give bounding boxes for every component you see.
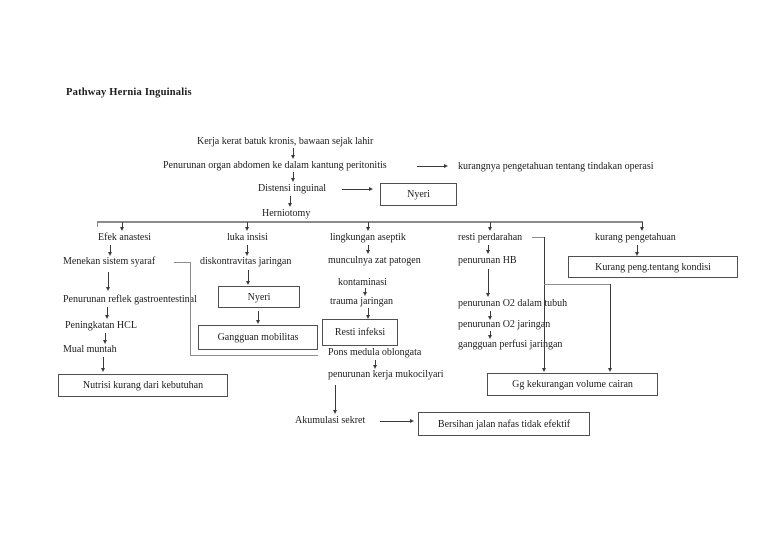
node-resti-perdarahan: resti perdarahan [458, 232, 523, 243]
node-penurunan-o2-tubuh: penurunan O2 dalam tubuh [458, 298, 568, 309]
arrow-down [291, 148, 295, 159]
node-penurunan-hb: penurunan HB [458, 255, 517, 266]
node-herniotomy: Herniotomy [262, 208, 311, 219]
arrow-down [246, 270, 250, 285]
arrow-down [245, 222, 249, 231]
arrow-down [108, 245, 112, 256]
connector-line [190, 355, 318, 356]
box-label: Gangguan mobilitas [217, 332, 299, 343]
diagnosis-box-nyeri-top: Nyeri [380, 183, 457, 206]
diagnosis-box-resti-infeksi: Resti infeksi [322, 319, 398, 346]
arrow-down [256, 311, 260, 324]
node-penurunan-reflek: Penurunan reflek gastroentestinal [63, 294, 197, 305]
node-kurangnya-pengetahuan: kurangnya pengetahuan tentang tindakan o… [458, 161, 654, 172]
branch-line [97, 221, 643, 223]
branch-line-end [97, 221, 98, 227]
arrow-right [417, 164, 448, 168]
arrow-down [486, 245, 490, 254]
node-munculnya-zat-patogen: munculnya zat patogen [328, 255, 421, 266]
arrow-down [105, 307, 109, 319]
node-kerja-kerat: Kerja kerat batuk kronis, bawaan sejak l… [197, 136, 374, 147]
node-distensi-inguinal: Distensi inguinal [258, 183, 327, 194]
connector-line [532, 237, 545, 238]
arrow-down [486, 269, 490, 297]
arrow-right [380, 419, 414, 423]
node-efek-anastesi: Efek anastesi [98, 232, 152, 243]
box-label: Kurang peng.tentang kondisi [595, 261, 711, 273]
arrow-right [342, 187, 373, 191]
box-label: Nutrisi kurang dari kebutuhan [82, 380, 204, 391]
arrow-down [488, 331, 492, 339]
node-penurunan-organ: Penurunan organ abdomen ke dalam kantung… [163, 160, 387, 171]
arrow-down [103, 333, 107, 344]
node-lingkungan-aseptik: lingkungan aseptik [330, 232, 406, 243]
arrow-down [288, 196, 292, 207]
arrow-down [640, 222, 644, 231]
connector-arrow-down [542, 237, 546, 372]
node-penurunan-o2-jaringan: penurunan O2 jaringan [458, 319, 551, 330]
arrow-down [333, 385, 337, 414]
connector-line [544, 284, 611, 285]
connector-line [174, 262, 191, 263]
diagnosis-box-gg-volume-cairan: Gg kekurangan volume cairan [487, 373, 658, 396]
arrow-down [366, 245, 370, 254]
arrow-down [373, 360, 377, 369]
node-kurang-pengetahuan: kurang pengetahuan [595, 232, 676, 243]
arrow-down [245, 245, 249, 256]
node-mual-muntah: Mual muntah [63, 344, 117, 355]
arrow-down [488, 222, 492, 231]
node-akumulasi-sekret: Akumulasi sekret [295, 415, 366, 426]
box-label: Nyeri [247, 291, 271, 303]
arrow-down [106, 272, 110, 291]
diagnosis-box-nyeri: Nyeri [218, 286, 300, 308]
page-title: Pathway Hernia Inguinalis [66, 87, 192, 98]
arrow-down [635, 245, 639, 256]
node-kontaminasi: kontaminasi [338, 277, 387, 288]
arrow-down [366, 308, 370, 319]
diagnosis-box-gangguan-mobilitas: Gangguan mobilitas [198, 325, 318, 350]
connector-arrow-down [608, 284, 612, 372]
node-gangguan-perfusi: gangguan perfusi jaringan [458, 339, 563, 350]
arrow-down [363, 288, 367, 296]
node-penurunan-kerja-mukocilyari: penurunan kerja mukocilyari [328, 369, 444, 380]
connector-line [190, 262, 191, 356]
node-diskontravitas: diskontravitas jaringan [200, 256, 292, 267]
node-trauma-jaringan: trauma jaringan [330, 296, 394, 307]
box-label: Resti infeksi [334, 327, 386, 338]
node-menekan-sistem-syaraf: Menekan sistem syaraf [63, 256, 156, 267]
arrow-down [488, 311, 492, 320]
box-label: Bersihan jalan nafas tidak efektif [437, 418, 571, 430]
arrow-down [366, 222, 370, 231]
box-label: Nyeri [407, 189, 430, 200]
node-peningkatan-hcl: Peningkatan HCL [65, 320, 137, 331]
diagnosis-box-nutrisi: Nutrisi kurang dari kebutuhan [58, 374, 228, 397]
arrow-down [120, 222, 124, 231]
diagnosis-box-kurang-pengetahuan: Kurang peng.tentang kondisi [568, 256, 738, 278]
box-label: Gg kekurangan volume cairan [512, 379, 633, 390]
node-pons-medula: Pons medula oblongata [328, 347, 422, 358]
node-luka-insisi: luka insisi [227, 232, 268, 243]
arrow-down [101, 357, 105, 372]
diagnosis-box-bersihan-jalan-nafas: Bersihan jalan nafas tidak efektif [418, 412, 590, 436]
arrow-down [291, 172, 295, 182]
